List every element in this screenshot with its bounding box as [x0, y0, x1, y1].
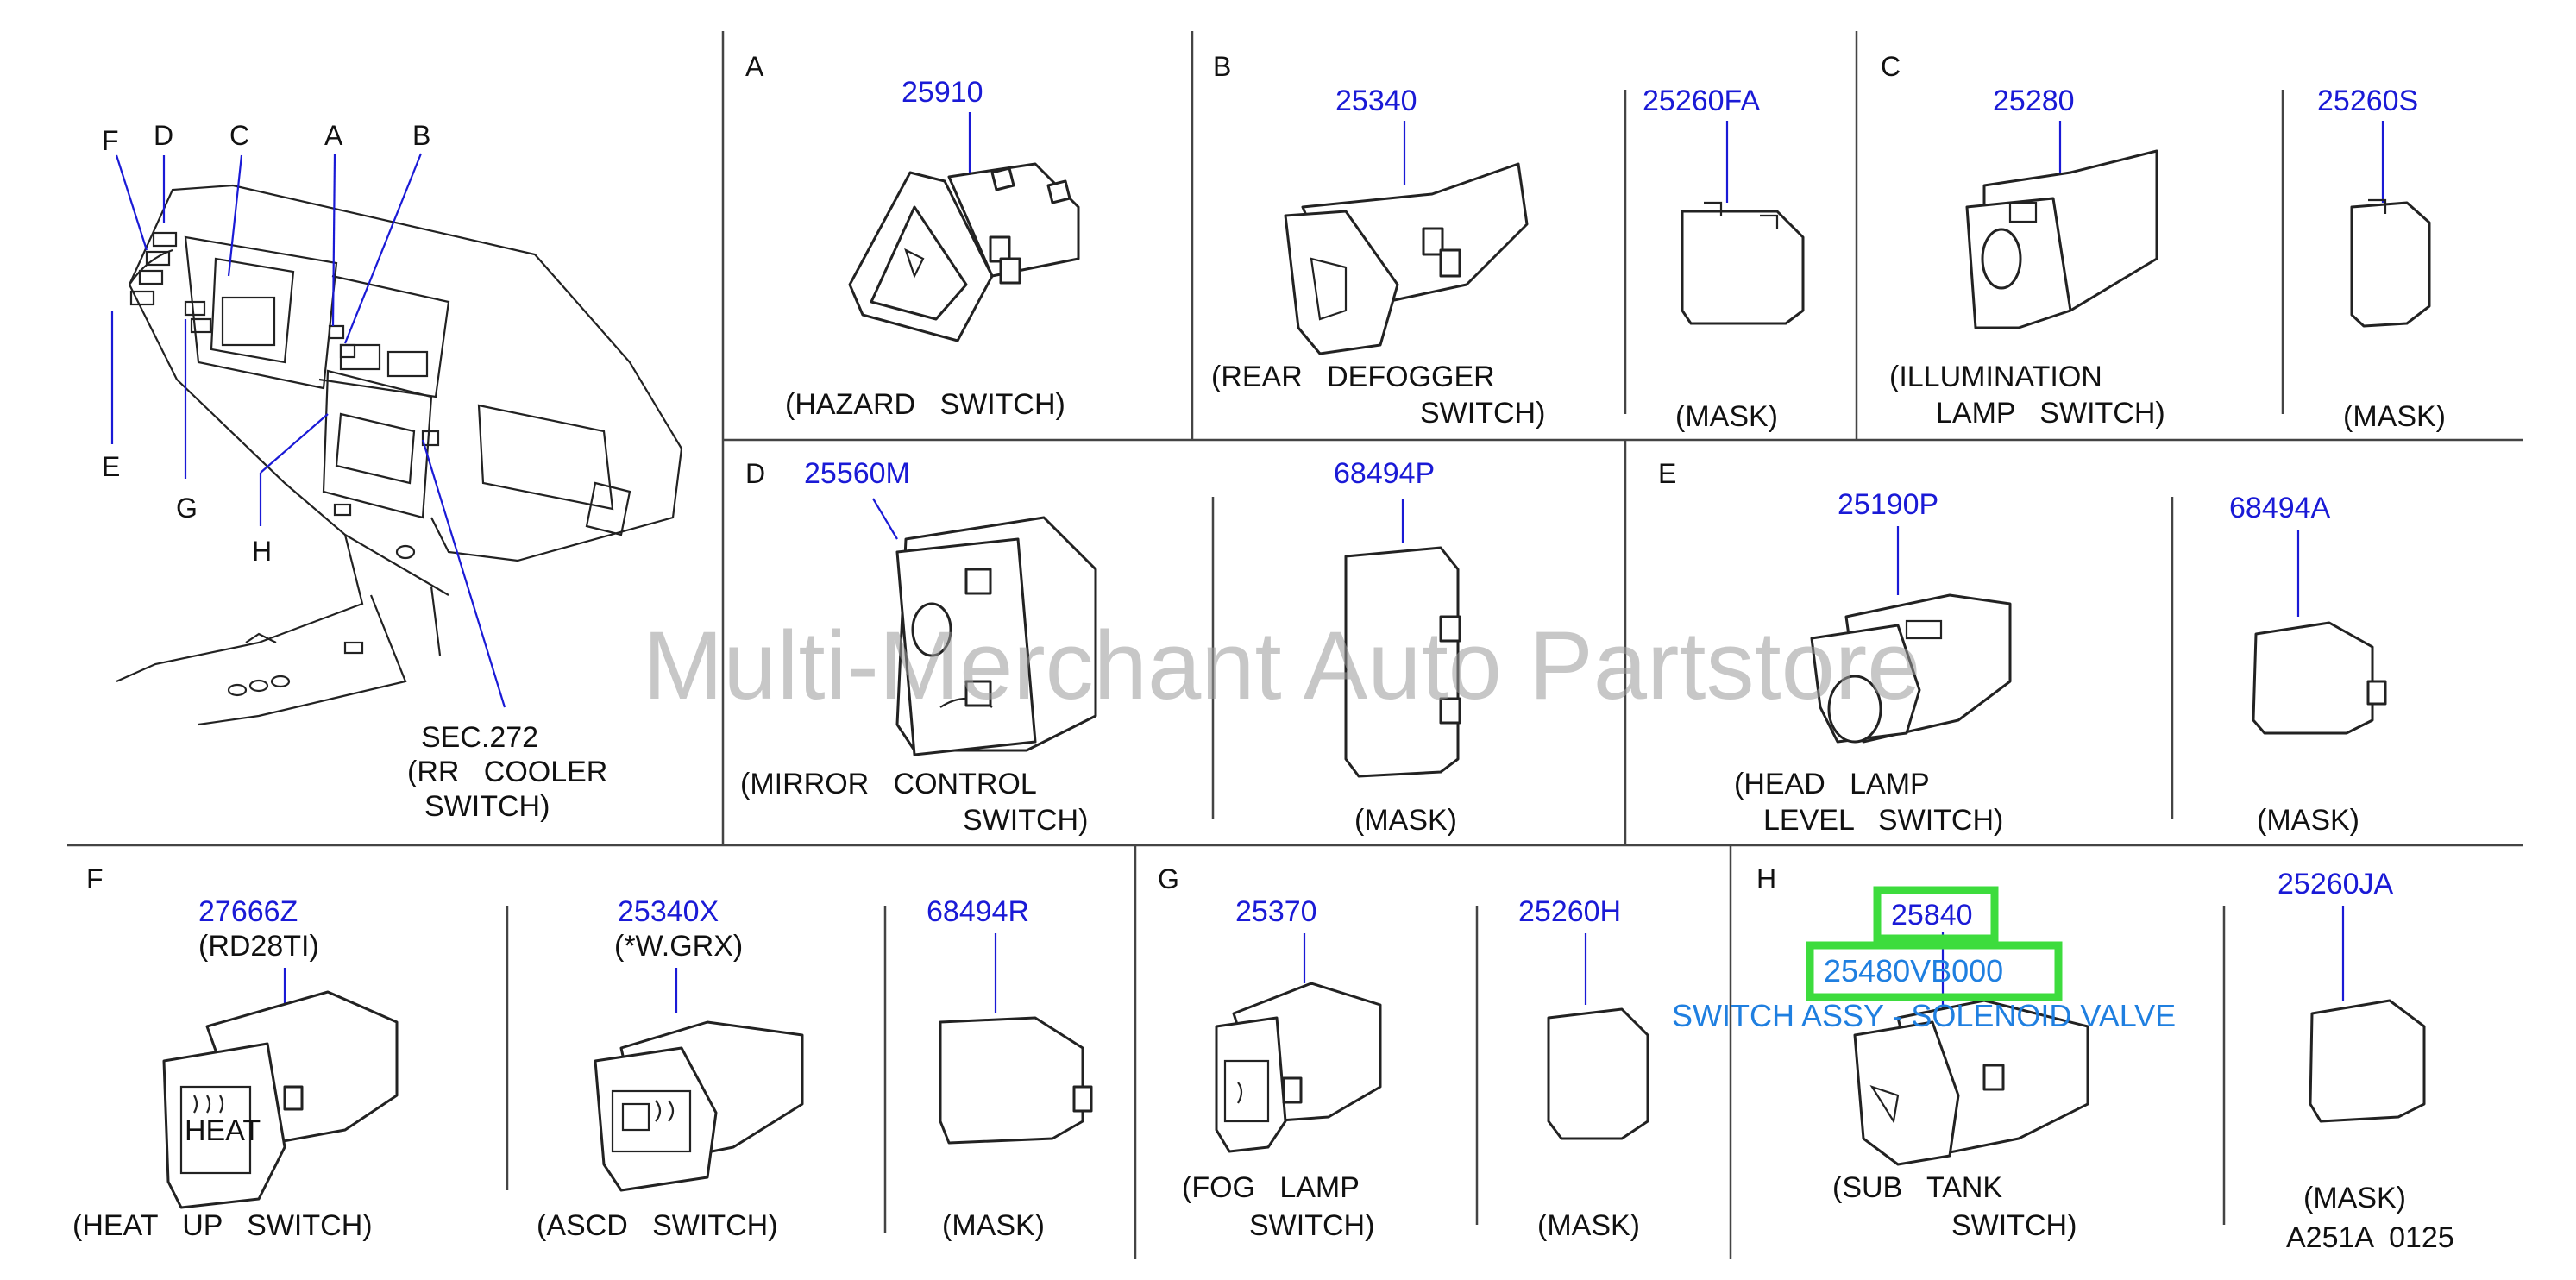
section-letter-C: C [1881, 51, 1901, 82]
part-number-25190P[interactable]: 25190P [1838, 488, 1938, 521]
caption-mirror-line-2: SWITCH) [963, 804, 1088, 837]
caption-illumination-line-1: (ILLUMINATION [1889, 361, 2102, 393]
section-C: C 25280 (ILLUMINATION LAMP SWITCH) 25260… [1881, 51, 2446, 433]
callout-B: B [412, 120, 430, 151]
callout-C: C [229, 120, 249, 151]
section-H: H (SUB TANK SWITCH) 25260JA (MASK) A251A… [1756, 863, 2454, 1254]
mask-label-F: (MASK) [942, 1209, 1045, 1242]
section-B: B 25340 (REAR DEFOGGER SWITCH) 25260FA (… [1211, 51, 1805, 433]
caption-fog-lamp-line-2: SWITCH) [1249, 1209, 1374, 1242]
part-number-25370[interactable]: 25370 [1235, 895, 1317, 928]
grid-frame [67, 31, 2523, 1259]
caption-sub-tank-line-2: SWITCH) [1951, 1209, 2077, 1242]
part-number-25260FA[interactable]: 25260FA [1643, 85, 1760, 117]
mask-label-D: (MASK) [1354, 804, 1457, 837]
note-rd28ti: (RD28TI) [198, 930, 319, 963]
part-number-25260H[interactable]: 25260H [1518, 895, 1621, 928]
mask-label-C: (MASK) [2343, 400, 2446, 433]
section-G: G 25370 (FOG LAMP SWITCH) 25260H (MASK) [1158, 863, 1649, 1242]
callout-F: F [102, 125, 119, 156]
mask-label-B: (MASK) [1675, 400, 1778, 433]
part-number-25260S[interactable]: 25260S [2317, 85, 2418, 117]
section-letter-E: E [1658, 458, 1676, 489]
part-number-25340X[interactable]: 25340X [618, 895, 719, 928]
callout-H: H [252, 536, 272, 567]
section-F: F 27666Z (RD28TI) HEAT (HEAT UP SWITCH) … [72, 863, 1093, 1242]
highlight-overlay: 25840 25480VB000 SWITCH ASSY - SOLENOID … [1672, 886, 2176, 1033]
overlay-switch-assy-solenoid: SWITCH ASSY - SOLENOID VALVE [1672, 998, 2176, 1033]
mask-label-E: (MASK) [2257, 804, 2359, 837]
part-number-25840[interactable]: 25840 [1891, 899, 1973, 932]
caption-ascd-switch: (ASCD SWITCH) [537, 1209, 778, 1242]
highlight-box-25840 [1873, 886, 1999, 943]
part-number-25480VB000[interactable]: 25480VB000 [1824, 953, 2003, 988]
section-letter-A: A [745, 51, 764, 82]
caption-rear-defogger-line-2: SWITCH) [1420, 397, 1545, 430]
section-letter-D: D [745, 458, 765, 489]
section-letter-H: H [1756, 863, 1776, 894]
sec-272-line-3: SWITCH) [424, 790, 550, 823]
sec-272-line-1: SEC.272 [421, 721, 538, 754]
caption-head-lamp-line-2: LEVEL SWITCH) [1763, 804, 2003, 837]
watermark: Multi-Merchant Auto Partstore [643, 612, 1920, 719]
mask-label-H: (MASK) [2303, 1182, 2406, 1214]
caption-head-lamp-line-1: (HEAD LAMP [1734, 768, 1930, 800]
caption-mirror-line-1: (MIRROR CONTROL [740, 768, 1037, 800]
mask-label-G: (MASK) [1537, 1209, 1640, 1242]
part-number-25280[interactable]: 25280 [1993, 85, 2075, 117]
caption-heat-up-switch: (HEAT UP SWITCH) [72, 1209, 373, 1242]
callout-E: E [102, 451, 120, 482]
part-number-68494P[interactable]: 68494P [1334, 457, 1435, 490]
section-letter-F: F [86, 863, 104, 894]
sec-272-line-2: (RR COOLER [407, 756, 607, 788]
caption-hazard-switch: (HAZARD SWITCH) [785, 388, 1065, 421]
footer-code: A251A 0125 [2286, 1221, 2454, 1254]
part-number-68494A[interactable]: 68494A [2229, 492, 2331, 524]
caption-rear-defogger-line-1: (REAR DEFOGGER [1211, 361, 1495, 393]
section-D: D 25560M (MIRROR CONTROL SWITCH) 68494P … [740, 457, 1461, 837]
caption-fog-lamp-line-1: (FOG LAMP [1182, 1171, 1360, 1204]
highlight-box-25480VB000 [1806, 941, 2063, 1001]
callout-A: A [324, 120, 343, 151]
part-number-25910[interactable]: 25910 [902, 76, 983, 109]
note-w-grx: (*W.GRX) [614, 930, 743, 963]
caption-illumination-line-2: LAMP SWITCH) [1936, 397, 2165, 430]
part-number-25560M[interactable]: 25560M [804, 457, 910, 490]
part-number-25340[interactable]: 25340 [1335, 85, 1417, 117]
part-number-68494R[interactable]: 68494R [927, 895, 1029, 928]
section-A: A 25910 (HAZARD SWITCH) [745, 51, 1080, 421]
section-letter-G: G [1158, 863, 1179, 894]
dashboard-overview: F D C A B E G H SEC.272 (RR COOLER SWITC… [102, 120, 683, 823]
heat-label: HEAT [185, 1114, 261, 1147]
section-E: E 25190P (HEAD LAMP LEVEL SWITCH) 68494A… [1658, 458, 2387, 837]
part-number-25260JA[interactable]: 25260JA [2278, 868, 2394, 900]
caption-sub-tank-line-1: (SUB TANK [1832, 1171, 2002, 1204]
callout-G: G [176, 493, 198, 524]
part-number-27666Z[interactable]: 27666Z [198, 895, 298, 928]
callout-D: D [154, 120, 173, 151]
section-letter-B: B [1213, 51, 1231, 82]
